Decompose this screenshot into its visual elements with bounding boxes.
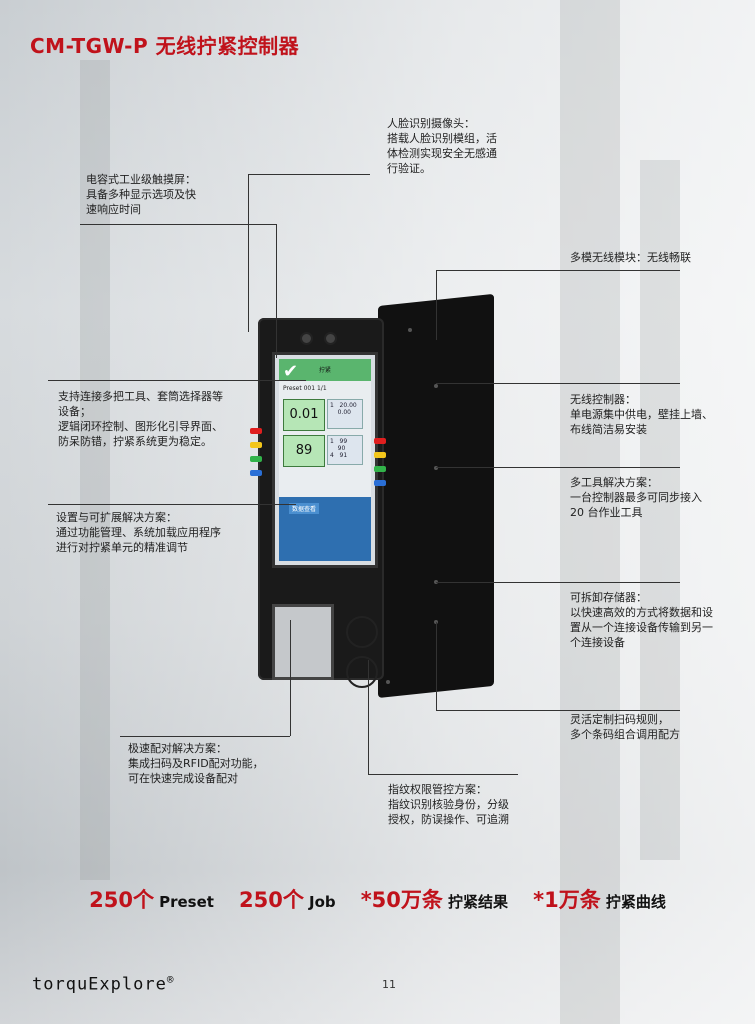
callout-line bbox=[276, 224, 277, 358]
callout-line bbox=[436, 270, 437, 340]
note-pairing: 极速配对解决方案： 集成扫码及RFID配对功能， 可在快速完成设备配对 bbox=[128, 742, 264, 785]
note-fingerprint: 指纹权限管控方案： 指纹识别核验身份，分级 授权，防误操作、可追溯 bbox=[388, 783, 509, 826]
spec-item: *50万条 拧紧结果 bbox=[360, 888, 509, 912]
screen-status-bar: ✔ 拧紧 bbox=[279, 359, 371, 382]
note-expand: 设置与可扩展解决方案： 通过功能管理、系统加载应用程序 进行对拧紧单元的精准调节 bbox=[56, 511, 221, 554]
callout-line bbox=[436, 270, 680, 271]
background-pillar bbox=[560, 0, 620, 1024]
callout-line bbox=[248, 174, 249, 332]
callout-line bbox=[436, 383, 680, 384]
led-yellow bbox=[250, 442, 262, 448]
led-blue bbox=[250, 470, 262, 476]
screen-tab: 拧紧 bbox=[319, 367, 332, 374]
background-pillar bbox=[80, 60, 110, 880]
screen-torque-value: 0.01 bbox=[283, 399, 325, 431]
spec-item: *1万条 拧紧曲线 bbox=[533, 888, 666, 912]
callout-line bbox=[368, 660, 369, 774]
note-wireless-module: 多模无线模块：无线畅联 bbox=[570, 251, 691, 264]
note-camera: 人脸识别摄像头： 搭载人脸识别模组，活 体检测实现安全无感通 行验证。 bbox=[387, 117, 497, 175]
background-pillar bbox=[640, 160, 680, 860]
check-icon: ✔ bbox=[283, 361, 299, 382]
screw bbox=[386, 680, 390, 684]
led-red bbox=[374, 438, 386, 444]
screen-angle-value: 89 bbox=[283, 435, 325, 467]
led-yellow bbox=[374, 452, 386, 458]
screw bbox=[434, 384, 438, 388]
camera-icon bbox=[324, 332, 337, 345]
callout-line bbox=[48, 504, 296, 505]
page-number: 11 bbox=[382, 978, 396, 991]
spec-item: 250个 Job bbox=[239, 888, 336, 912]
device-front-panel: ✔ 拧紧 Preset 001 1/1 0.01 1 20.00 0.00 89… bbox=[258, 318, 384, 688]
callout-line bbox=[80, 224, 276, 225]
scanner-window bbox=[272, 604, 334, 680]
screen-preset-row: Preset 001 1/1 bbox=[283, 385, 327, 392]
note-touch-screen: 电容式工业级触摸屏： 具备多种显示选项及快 速响应时间 bbox=[86, 173, 196, 216]
controller-device: ✔ 拧紧 Preset 001 1/1 0.01 1 20.00 0.00 89… bbox=[250, 293, 500, 700]
touch-screen: ✔ 拧紧 Preset 001 1/1 0.01 1 20.00 0.00 89… bbox=[272, 352, 378, 568]
screen-torque-limits: 1 20.00 0.00 bbox=[327, 399, 363, 429]
callout-line bbox=[436, 467, 680, 468]
note-controller: 无线控制器： 单电源集中供电，壁挂上墙、 布线简洁易安装 bbox=[570, 393, 713, 436]
led-green bbox=[374, 466, 386, 472]
callout-line bbox=[436, 582, 680, 583]
callout-line bbox=[48, 380, 306, 381]
note-storage: 可拆卸存储器： 以快速高效的方式将数据和设 置从一个连接设备传输到另一 个连接设… bbox=[570, 591, 713, 649]
note-multi-tool: 支持连接多把工具、套筒选择器等 设备； 逻辑闭环控制、图形化引导界面、 防呆防错… bbox=[58, 390, 223, 448]
fingerprint-button bbox=[346, 656, 378, 688]
led-red bbox=[250, 428, 262, 434]
camera-icon bbox=[300, 332, 313, 345]
brand-logo: torquExplore® bbox=[32, 973, 175, 995]
led-green bbox=[250, 456, 262, 462]
emergency-stop-button bbox=[346, 616, 378, 648]
screen-bottom-panel: 数据查看 bbox=[279, 497, 371, 561]
led-blue bbox=[374, 480, 386, 486]
note-barcode: 灵活定制扫码规则， 多个条码组合调用配方 bbox=[570, 713, 680, 741]
page-title: CM-TGW-P 无线拧紧控制器 bbox=[30, 34, 300, 58]
callout-line bbox=[436, 622, 437, 710]
data-view-button: 数据查看 bbox=[289, 503, 320, 514]
callout-line bbox=[368, 774, 518, 775]
screw bbox=[434, 466, 438, 470]
callout-line bbox=[120, 736, 290, 737]
callout-line bbox=[436, 710, 680, 711]
screw bbox=[408, 328, 412, 332]
specs-row: 250个 Preset 250个 Job *50万条 拧紧结果 *1万条 拧紧曲… bbox=[0, 884, 755, 914]
spec-item: 250个 Preset bbox=[89, 888, 214, 912]
callout-line bbox=[248, 174, 370, 175]
screen-angle-limits: 1 99 90 4 91 bbox=[327, 435, 363, 465]
callout-line bbox=[290, 620, 291, 736]
note-multi-tool-solution: 多工具解决方案： 一台控制器最多可同步接入 20 台作业工具 bbox=[570, 476, 702, 519]
